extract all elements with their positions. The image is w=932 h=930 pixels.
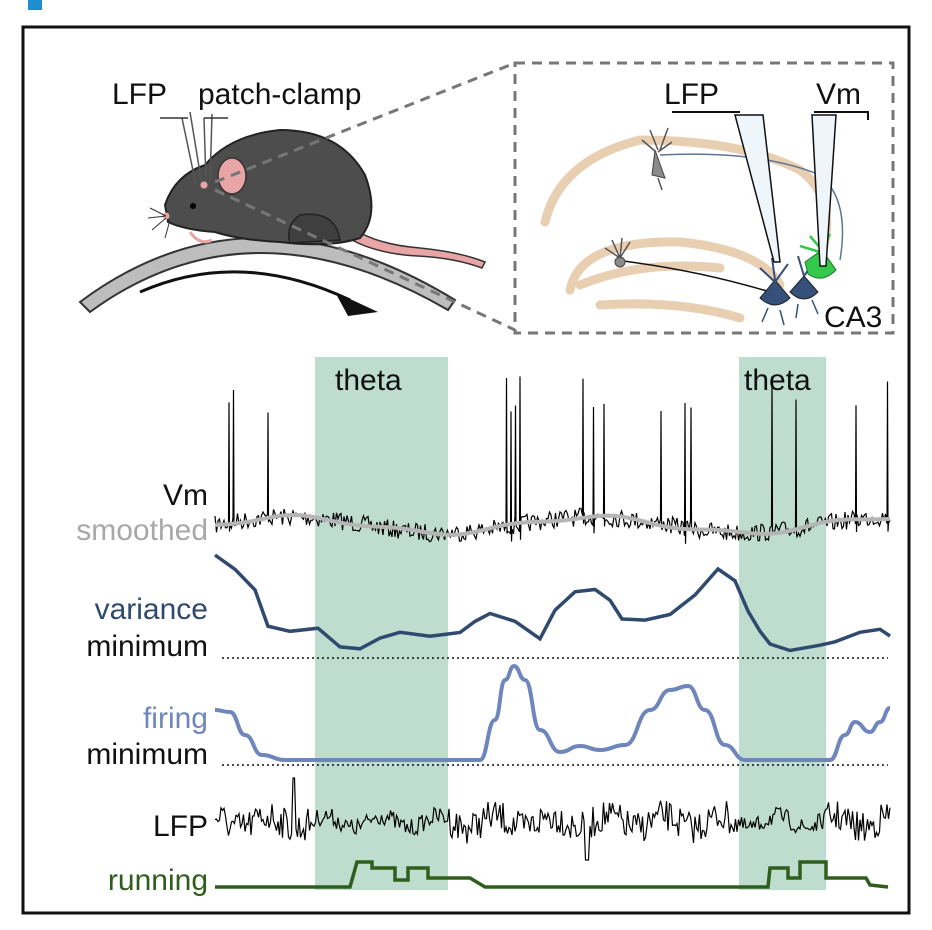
smoothed-label: smoothed [76,514,208,547]
variance-minimum-label: minimum [86,630,208,663]
zoom-line-bottom [214,188,516,332]
inset-lfp-electrode [734,114,781,263]
treadmill-wheel [78,237,457,314]
figure-frame [21,25,911,915]
firing-label: firing [143,702,208,735]
firing-minimum-label: minimum [86,738,208,771]
pyramidal-neuron-icon [641,127,673,191]
variance-trace [213,553,891,653]
theta-band-1 [315,357,448,890]
theta-label-1: theta [335,364,402,397]
inset-vm-label: Vm [816,78,861,111]
mouse-eye [190,203,196,209]
lfp-trace [214,777,891,861]
mouse-hind-leg [288,213,341,244]
mouse-illustration [78,111,487,316]
treadmill-arrow-icon [139,270,351,302]
firing-trace [214,663,891,763]
panel-accent-mark [28,0,42,10]
theta-label-2: theta [744,364,811,397]
running-label: running [108,864,208,897]
electrode-icon [181,111,213,186]
inset-lfp-label: LFP [664,78,719,111]
vm-label: Vm [163,479,208,512]
theta-band-2 [739,357,826,890]
mouse-lfp-label: LFP [112,78,167,111]
mouse-whiskers [147,207,171,239]
hippocampus-inset [513,61,895,335]
lfp-label: LFP [153,810,208,843]
variance-label: variance [95,593,208,626]
region-label: CA3 [824,301,882,334]
patch-clamp-label: patch-clamp [198,78,361,111]
running-trace [215,860,889,889]
inset-vm-electrode [811,114,837,267]
dentate-layer [565,237,785,323]
zoom-line-top [214,61,516,184]
smoothed-trace [214,512,891,537]
vm-trace [214,376,891,544]
mouse-tail [351,228,487,269]
